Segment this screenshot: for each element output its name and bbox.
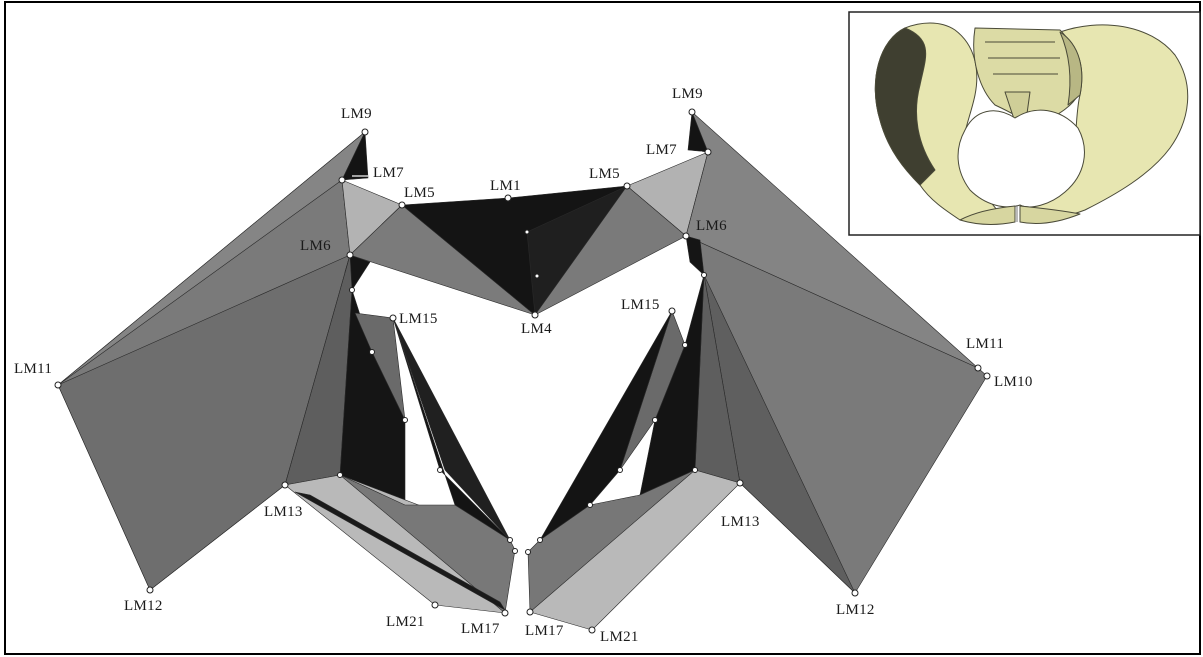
label-lm12-left: LM12 <box>124 598 163 614</box>
label-lm13-left: LM13 <box>264 504 303 520</box>
point-lm11-right <box>974 364 982 372</box>
lm7-arrows <box>352 151 702 177</box>
left-lm9-sliver <box>341 131 369 181</box>
pelvis-inset <box>848 11 1201 236</box>
point-lm10-right <box>983 372 991 380</box>
label-lm21-left: LM21 <box>386 614 425 630</box>
label-lm1: LM1 <box>490 178 521 194</box>
landmark-labels: LM9 LM7 LM5 LM1 LM5 LM6 LM4 LM15 LM11 LM… <box>14 86 1033 645</box>
label-lm11-left: LM11 <box>14 361 52 377</box>
point-left-g <box>349 287 355 293</box>
pelvis-bone-illustration <box>874 22 1189 225</box>
inset-right-shade <box>1059 31 1083 106</box>
label-lm7-left: LM7 <box>373 165 404 181</box>
point-right-e <box>617 467 623 473</box>
point-lm15-right <box>668 307 676 315</box>
right-inner-dark-1 <box>639 274 705 496</box>
inset-pelvic-inlet <box>957 109 1085 208</box>
point-lm5-left <box>398 201 406 209</box>
point-right-g <box>537 537 543 543</box>
point-lm7-left <box>338 176 346 184</box>
label-lm21-right: LM21 <box>600 629 639 645</box>
inset-pubis-left <box>959 205 1016 225</box>
point-lm6-left <box>346 251 354 259</box>
point-lm9-right <box>688 108 696 116</box>
label-lm13-right: LM13 <box>721 514 760 530</box>
point-lm12-left <box>146 586 154 594</box>
point-right-d <box>692 467 698 473</box>
point-right-f <box>587 502 593 508</box>
point-left-e <box>507 537 513 543</box>
label-lm9-left: LM9 <box>341 106 372 122</box>
sacrum <box>401 185 628 316</box>
label-lm6-right: LM6 <box>696 218 727 234</box>
left-inner-dark-3 <box>392 317 511 541</box>
point-left-f <box>512 548 518 554</box>
point-right-a <box>701 272 707 278</box>
point-lm1 <box>504 194 512 202</box>
inset-pubis-right <box>1019 205 1081 225</box>
point-lm15-left <box>389 314 397 322</box>
left-pubis-dark-strip <box>294 491 506 611</box>
point-sacrum-a <box>524 229 530 235</box>
label-lm10-right: LM10 <box>994 374 1033 390</box>
label-lm4: LM4 <box>521 321 552 337</box>
point-lm12-right <box>851 589 859 597</box>
label-lm5-right: LM5 <box>589 166 620 182</box>
right-wing <box>527 111 988 631</box>
point-lm5-right <box>623 182 631 190</box>
point-right-h <box>525 549 531 555</box>
point-lm6-right <box>682 232 690 240</box>
landmark-points <box>54 108 991 634</box>
point-left-c <box>337 472 343 478</box>
point-lm13-left <box>281 481 289 489</box>
inset-left-shadow <box>874 27 936 186</box>
point-lm13-right <box>736 479 744 487</box>
point-left-a <box>369 349 375 355</box>
point-sacrum-b <box>534 273 540 279</box>
point-lm17-left <box>501 609 509 617</box>
point-lm4 <box>531 311 539 319</box>
point-left-b <box>402 417 408 423</box>
label-lm7-right: LM7 <box>646 142 677 158</box>
right-mid-facet <box>534 185 687 316</box>
point-lm9-left <box>361 128 369 136</box>
label-lm5-left: LM5 <box>404 185 435 201</box>
label-lm6-left: LM6 <box>300 238 331 254</box>
point-lm17-right <box>526 608 534 616</box>
point-left-d <box>437 467 443 473</box>
label-lm11-right: LM11 <box>966 336 1004 352</box>
point-right-c <box>652 417 658 423</box>
label-lm17-left: LM17 <box>461 621 500 637</box>
point-lm11-left <box>54 381 62 389</box>
point-lm21-left <box>431 601 439 609</box>
point-lm21-right <box>588 626 596 634</box>
point-lm7-right <box>704 148 712 156</box>
label-lm12-right: LM12 <box>836 602 875 618</box>
label-lm15-left: LM15 <box>399 311 438 327</box>
label-lm17-right: LM17 <box>525 623 564 639</box>
label-lm9-right: LM9 <box>672 86 703 102</box>
point-right-b <box>682 342 688 348</box>
label-lm15-right: LM15 <box>621 297 660 313</box>
left-wing <box>57 131 536 614</box>
